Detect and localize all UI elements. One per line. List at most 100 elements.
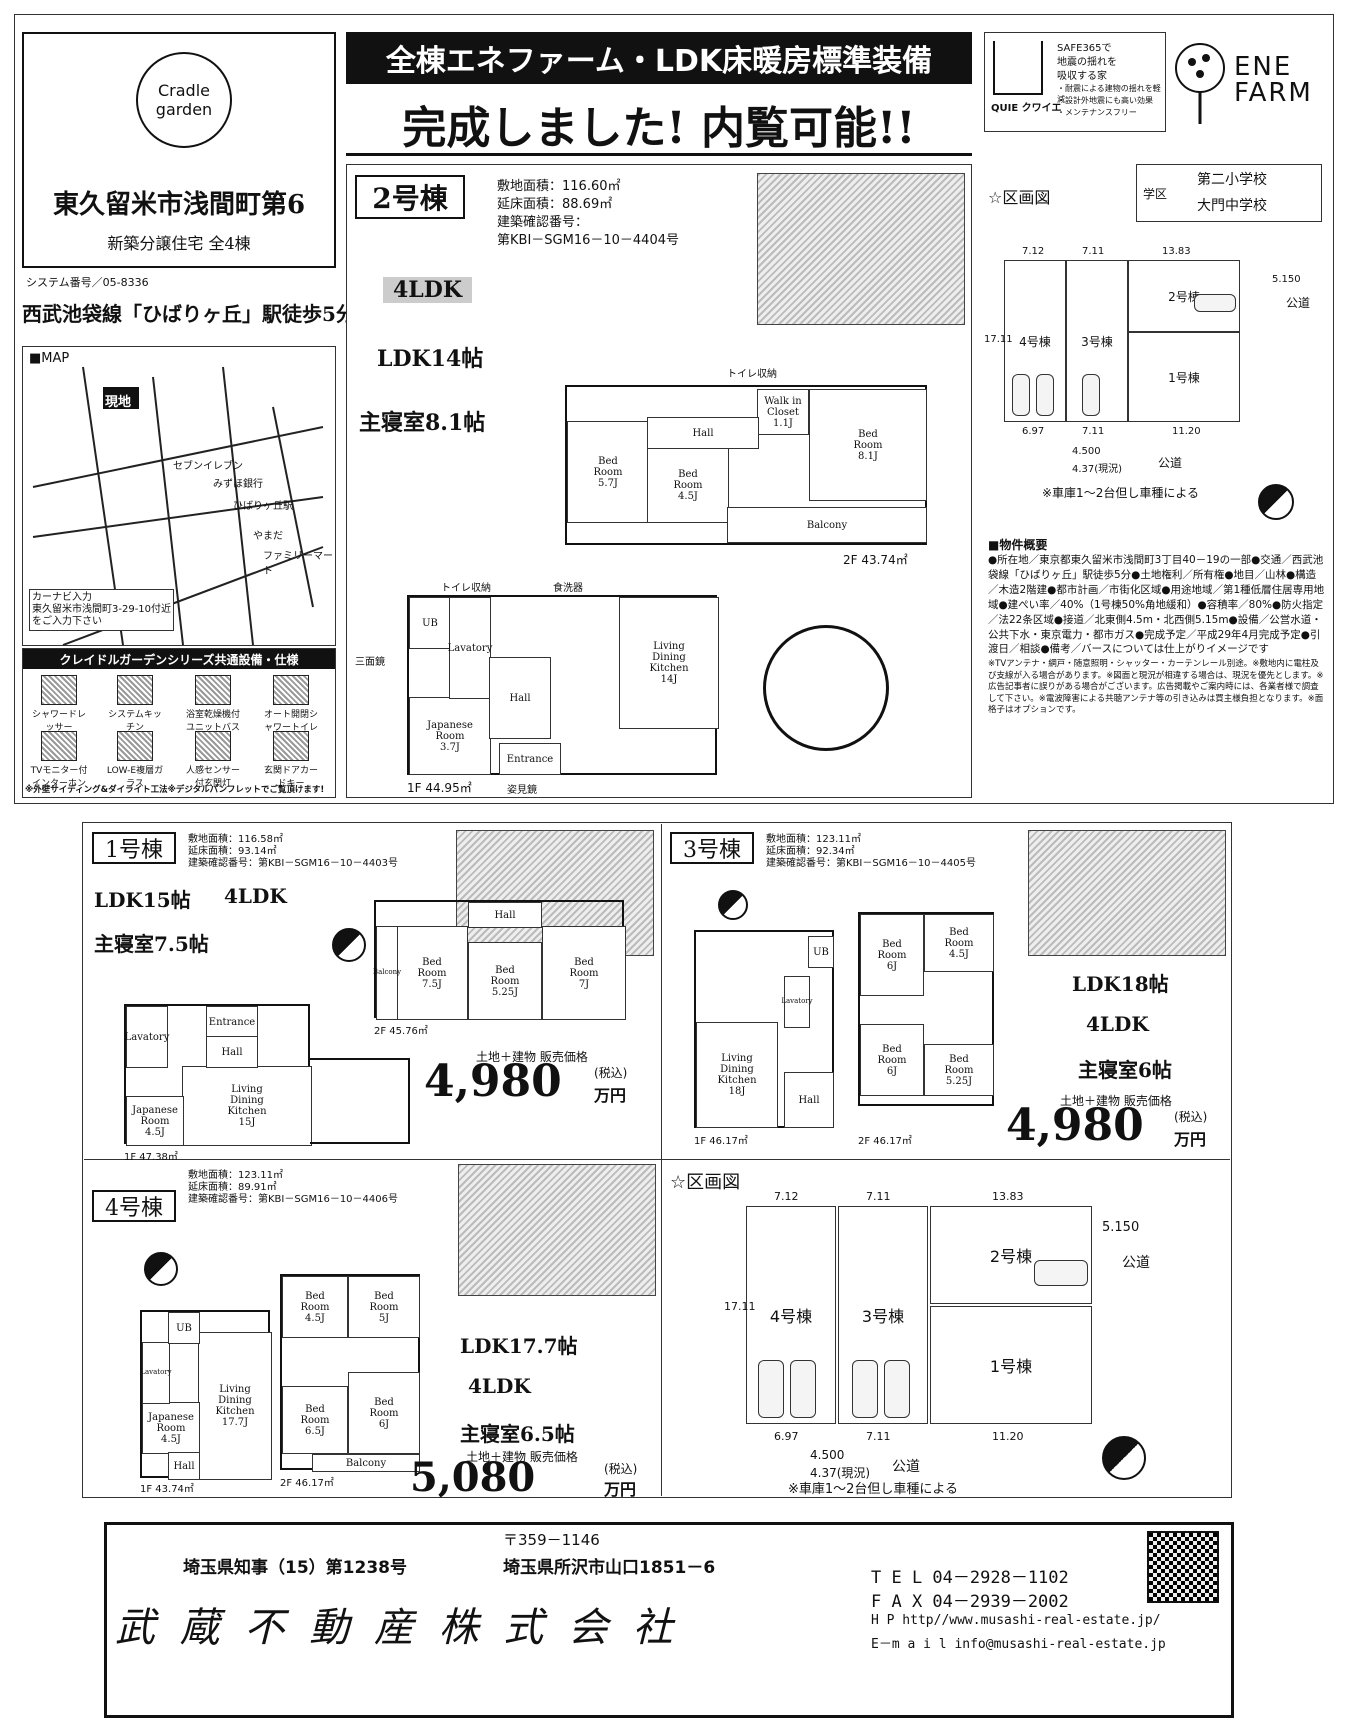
- overview-text: ●所在地／東京都東久留米市浅間町3丁目40－19の一部●交通／西武池袋線「ひばり…: [988, 554, 1325, 656]
- unit2-floor-area: 延床面積：88.69㎡: [497, 197, 613, 212]
- car: [1034, 1260, 1088, 1286]
- unit2-2f-area: 2F 43.74㎡: [843, 553, 908, 567]
- unit2-toilet-storage-2f: トイレ収納: [727, 369, 777, 380]
- series-item-6-label: LOW-E複層ガラス: [106, 766, 164, 789]
- series-item-3-label: 浴室乾燥機付ユニットバス: [185, 710, 240, 733]
- room: Bed Room 6.5J: [282, 1386, 348, 1454]
- room: Living Dining Kitchen 15J: [182, 1066, 312, 1146]
- dim-bottom-1: 6.97: [774, 1430, 799, 1443]
- unit3-unit: 万円: [1174, 1130, 1207, 1149]
- school-box: 学区 第二小学校 大門中学校: [1136, 164, 1322, 222]
- map-place-yamada: やまだ: [253, 531, 283, 542]
- room: Bed Room 4.5J: [924, 914, 994, 972]
- room: Living Dining Kitchen 14J: [619, 597, 719, 729]
- unit2-dishwasher: 食洗器: [553, 583, 583, 594]
- dim-left: 17.11: [724, 1300, 756, 1313]
- sensor-light-icon: [195, 731, 231, 761]
- qr-code-icon: [1147, 1531, 1219, 1603]
- car: [1082, 374, 1100, 416]
- unit1-floor-area: 延床面積：93.14㎡: [188, 846, 277, 857]
- unit2-toilet-storage-1f: トイレ収納: [441, 583, 491, 594]
- room: Entrance: [206, 1006, 258, 1038]
- project-subtitle: 新築分譲住宅 全4棟: [107, 234, 251, 253]
- unit4-photo: [458, 1164, 656, 1296]
- footer-email[interactable]: E－m a i l info@musashi-real-estate.jp: [871, 1637, 1166, 1652]
- unit2-name: 2号棟: [355, 175, 465, 219]
- room: Hall: [784, 1072, 834, 1128]
- room: UB: [409, 597, 451, 649]
- unit2-1f-area: 1F 44.95㎡: [407, 781, 472, 795]
- school-label: 学区: [1143, 187, 1168, 201]
- quie-name: QUIE クワイエ: [991, 103, 1062, 114]
- unit4-plan-2f: Bed Room 4.5J Bed Room 5J Bed Room 6.5J …: [280, 1274, 420, 1472]
- sold-seal: [763, 625, 889, 751]
- lot-2: 2号棟: [930, 1206, 1092, 1304]
- car: [790, 1360, 816, 1418]
- series-item-5-label: TVモニター付インターホン: [30, 766, 88, 789]
- dim-bottom-1: 6.97: [1022, 426, 1045, 437]
- room: Bed Room 6J: [348, 1372, 420, 1454]
- unit2-permit: 第KBI－SGM16－10－4404号: [497, 233, 679, 248]
- series-title: クレイドルガーデンシリーズ共通設備・仕様: [23, 649, 335, 669]
- unit1-ldk: LDK15帖: [94, 888, 191, 912]
- room: Bed Room 7.5J: [396, 926, 468, 1020]
- enefarm-text: ENE FARM: [1234, 52, 1313, 108]
- unit1-price: 4,980: [424, 1056, 562, 1107]
- lot-1: 1号棟: [930, 1306, 1092, 1424]
- unit3-price-label: 土地＋建物 販売価格: [1060, 1094, 1172, 1108]
- dim-bottom-3: 11.20: [1172, 426, 1201, 437]
- map-place-familymart: ファミリーマート: [263, 551, 333, 577]
- unit3-floor-area: 延床面積：92.34㎡: [766, 846, 855, 857]
- unit4-layout: 4LDK: [468, 1374, 531, 1398]
- room: Balcony: [373, 926, 401, 1020]
- headline-main: 完成しました! 内覧可能!!: [346, 92, 972, 156]
- room: Japanese Room 4.5J: [126, 1096, 184, 1146]
- brand-logo: Cradle garden: [136, 52, 232, 148]
- footer-postal: 〒359－1146: [503, 1531, 600, 1549]
- room: Bed Room 5.7J: [567, 421, 649, 523]
- unit4-permit: 建築確認番号：第KBI－SGM16－10－4406号: [188, 1194, 398, 1205]
- room: Hall: [206, 1036, 258, 1068]
- dim-top-2: 7.11: [866, 1190, 891, 1203]
- quie-badge: SAFE365で 地震の揺れを 吸収する家 QUIE クワイエ ・耐震による建物…: [984, 32, 1166, 132]
- dim-road-2: 4.37(現況): [810, 1466, 871, 1480]
- unit4-unit: 万円: [604, 1480, 637, 1499]
- room: Walk in Closet 1.1J: [757, 389, 809, 435]
- dim-top-1: 7.12: [774, 1190, 799, 1203]
- footer-hp[interactable]: H P http//www.musashi-real-estate.jp/: [871, 1613, 1161, 1628]
- footer-company: 武 蔵 不 動 産 株 式 会 社: [115, 1605, 679, 1651]
- room: Japanese Room 3.7J: [409, 697, 491, 775]
- site-plan-small: ☆区画図 学区 第二小学校 大門中学校 4号棟 3号棟 2号棟 1号棟 7.12…: [982, 164, 1328, 534]
- lot-1: 1号棟: [1128, 332, 1240, 422]
- map-label: ■MAP: [29, 351, 70, 366]
- unit1-name: 1号棟: [92, 832, 176, 864]
- dim-top-1: 7.12: [1022, 246, 1045, 257]
- unit1-plan-1f-ext: [310, 1058, 410, 1144]
- room: Lavatory: [125, 1006, 169, 1068]
- road-label-right: 公道: [1122, 1255, 1150, 1271]
- unit3-name: 3号棟: [670, 832, 754, 864]
- station-access: 西武池袋線「ひばりヶ丘」駅徒歩5分: [22, 302, 356, 326]
- site-plan-small-title: ☆区画図: [988, 188, 1051, 207]
- headline-top: 全棟エネファーム・LDK床暖房標準装備: [346, 32, 972, 84]
- series-item-8-label: 玄関ドアカードキー: [263, 766, 318, 789]
- school-junior: 大門中学校: [1197, 198, 1267, 214]
- dim-road-2: 4.37(現況): [1072, 464, 1123, 475]
- site-plan-large: ☆区画図 4号棟 3号棟 2号棟 1号棟 7.12 7.11 13.83 5.1…: [662, 1160, 1230, 1497]
- enefarm-badge: ENE FARM: [1172, 40, 1328, 130]
- series-note: ※外壁サイディング&ダイライト工法※デジタルパンフレットでご覧頂けます!: [25, 785, 325, 795]
- dim-bottom-2: 7.11: [1082, 426, 1105, 437]
- room: Living Dining Kitchen 17.7J: [198, 1332, 272, 1480]
- unit2-mirror: 三面鏡: [355, 657, 385, 668]
- unit3-2f-area: 2F 46.17㎡: [858, 1136, 912, 1147]
- series-panel: クレイドルガーデンシリーズ共通設備・仕様 シャワードレッサー システムキッチン …: [22, 648, 336, 798]
- room: Lavatory: [781, 976, 813, 1028]
- quie-note-3: ・メンテナンスフリー: [1057, 108, 1137, 117]
- quie-line-3: 吸収する家: [1057, 71, 1107, 82]
- map-place-station: ひばりヶ丘駅: [233, 501, 293, 512]
- map-panel: ■MAP 現地 ひばりヶ丘駅 セブンイレブン みずほ銀行 ファミリーマート やま…: [22, 346, 336, 646]
- unit4-1f-area: 1F 43.74㎡: [140, 1484, 194, 1495]
- north-arrow-icon: [144, 1252, 178, 1286]
- lot-3-label: 3号棟: [1081, 334, 1113, 349]
- unit4-site-area: 敷地面積：123.11㎡: [188, 1170, 283, 1181]
